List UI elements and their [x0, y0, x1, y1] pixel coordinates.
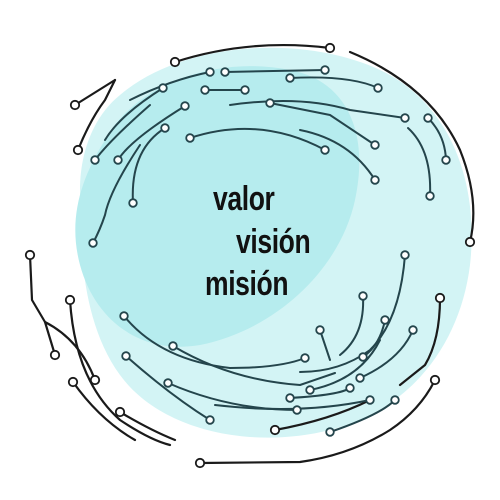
circuit-trace-icon	[125, 355, 211, 421]
circuit-trace-icon	[71, 380, 137, 442]
circuit-trace-icon	[129, 71, 211, 101]
circuit-node-icon	[365, 395, 375, 405]
circuit-node-icon	[180, 101, 190, 111]
circuit-node-icon	[380, 315, 390, 325]
circuit-node-icon	[464, 236, 476, 248]
circuit-node-icon	[24, 249, 36, 261]
circuit-node-icon	[72, 144, 84, 156]
circuit-node-icon	[121, 351, 131, 361]
circuit-node-icon	[423, 113, 433, 123]
circuit-node-icon	[240, 85, 250, 95]
circuit-trace-icon	[104, 87, 164, 141]
circuit-node-icon	[265, 98, 275, 108]
circuit-node-icon	[324, 42, 336, 54]
circuit-node-icon	[292, 405, 302, 415]
circuit-node-icon	[408, 325, 418, 335]
circuit-node-icon	[390, 395, 400, 405]
circuit-trace-icon	[123, 315, 306, 369]
circuit-node-icon	[320, 65, 330, 75]
circuit-node-icon	[373, 83, 383, 93]
circuit-node-icon	[119, 311, 129, 321]
circuit-node-icon	[113, 155, 123, 165]
circuit-node-icon	[305, 385, 315, 395]
circuit-node-icon	[205, 415, 215, 425]
circuit-trace-icon	[172, 345, 336, 386]
circuit-node-icon	[315, 325, 325, 335]
circuit-trace-icon	[43, 320, 97, 382]
circuit-node-icon	[434, 292, 446, 304]
circuit-node-icon	[269, 424, 281, 436]
circuit-node-icon	[114, 406, 126, 418]
circuit-nodes	[24, 42, 476, 469]
circuit-node-icon	[441, 155, 451, 165]
circuit-node-icon	[168, 341, 178, 351]
circuit-node-icon	[200, 85, 210, 95]
background-blob-main	[75, 66, 360, 347]
circuit-trace-icon	[118, 410, 177, 442]
circuit-node-icon	[69, 99, 81, 111]
circuit-node-icon	[194, 457, 206, 469]
circuit-trace-icon	[269, 102, 376, 146]
circuit-trace-icon	[309, 339, 381, 391]
circuit-node-icon	[90, 155, 100, 165]
circuit-trace-icon	[319, 329, 331, 361]
circuit-trace-icon	[348, 50, 475, 244]
circuit-node-icon	[185, 133, 195, 143]
circuit-trace-icon	[131, 127, 166, 204]
circuit-traces	[28, 43, 475, 465]
circuit-node-icon	[64, 294, 76, 306]
circuit-node-icon	[425, 191, 435, 201]
circuit-trace-icon	[339, 295, 365, 356]
circuit-node-icon	[358, 291, 368, 301]
circuit-trace-icon	[94, 104, 151, 161]
circuit-node-icon	[220, 67, 230, 77]
circuit-node-icon	[370, 140, 380, 150]
circuit-trace-icon	[28, 253, 57, 357]
circuit-trace-icon	[229, 100, 406, 119]
circuit-node-icon	[325, 427, 335, 437]
circuit-node-icon	[89, 374, 101, 386]
circuit-trace-icon	[189, 127, 326, 151]
circuit-node-icon	[67, 376, 79, 388]
circuit-trace-icon	[398, 296, 442, 387]
circuit-node-icon	[128, 198, 138, 208]
circuit-trace-icon	[407, 127, 432, 197]
circuit-trace-icon	[359, 329, 414, 379]
circuit-node-icon	[358, 352, 368, 362]
circuit-node-icon	[163, 378, 173, 388]
circuit-node-icon	[320, 145, 330, 155]
circuit-trace-icon	[224, 69, 326, 73]
circuit-node-icon	[400, 250, 410, 260]
circuit-node-icon	[429, 374, 441, 386]
circuit-node-icon	[285, 393, 295, 403]
circuit-node-icon	[160, 123, 170, 133]
circuit-node-icon	[88, 238, 98, 248]
circuit-trace-icon	[289, 76, 379, 89]
circuit-node-icon	[158, 83, 168, 93]
circuit-trace-icon	[198, 378, 437, 465]
circuit-trace-icon	[299, 129, 376, 181]
circuit-trace-icon	[73, 78, 117, 107]
circuit-node-icon	[300, 353, 310, 363]
circuit-node-icon	[285, 73, 295, 83]
circuit-trace-icon	[173, 43, 332, 64]
circuit-trace-icon	[273, 398, 372, 432]
circuit-trace-icon	[76, 78, 117, 152]
circuit-trace-icon	[68, 298, 172, 447]
circuit-node-icon	[355, 373, 365, 383]
circuit-node-icon	[370, 175, 380, 185]
circuit-node-icon	[400, 113, 410, 123]
circuit-trace-icon	[92, 144, 141, 244]
circuit-node-icon	[345, 383, 355, 393]
circuit-trace-icon	[117, 105, 186, 161]
circuit-node-icon	[169, 56, 181, 68]
circuit-node-icon	[205, 67, 215, 77]
circuit-node-icon	[49, 349, 61, 361]
